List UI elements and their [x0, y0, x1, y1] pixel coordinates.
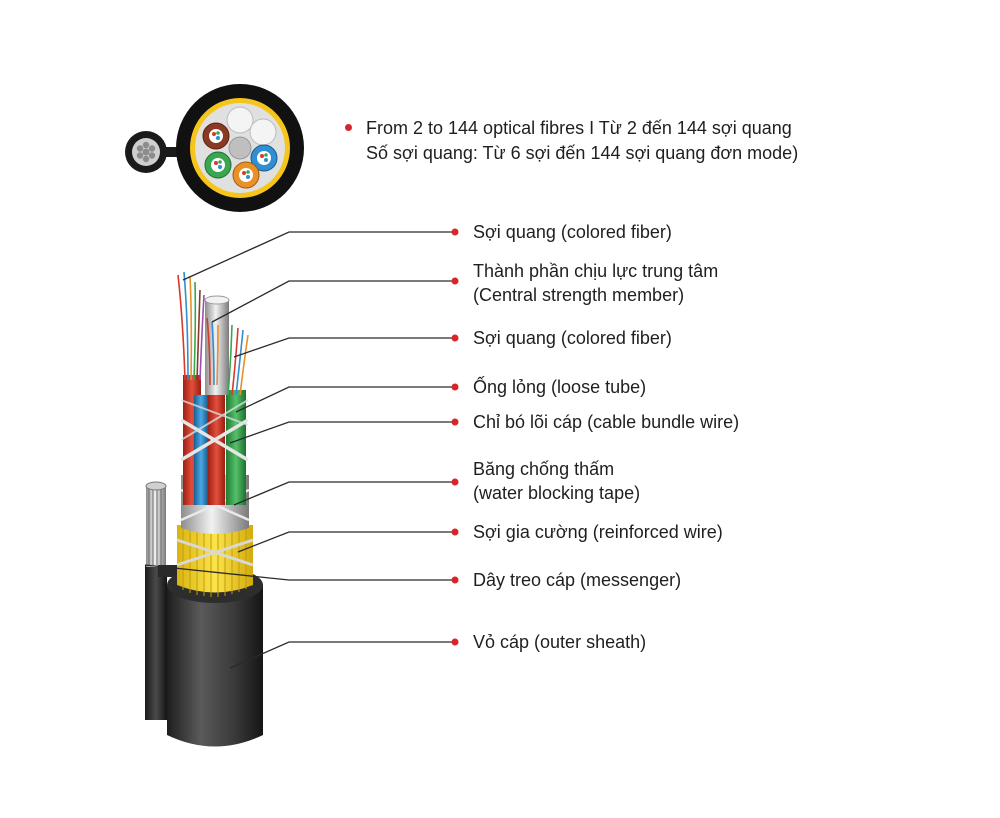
- leader-line: [182, 231, 453, 281]
- label-reinforced-wire: Sợi gia cường (reinforced wire): [473, 522, 723, 542]
- label-loose-tube: Ống lỏng (loose tube): [473, 377, 647, 397]
- cable-illustration: [145, 271, 263, 747]
- leader-line: [233, 337, 453, 358]
- note-line-1: From 2 to 144 optical fibres I Từ 2 đến …: [366, 118, 792, 138]
- leader-line: [235, 386, 453, 413]
- note-line-2: Số sợi quang: Từ 6 sợi đến 144 sợi quang…: [366, 143, 799, 163]
- leader-line: [229, 641, 453, 669]
- leader-line: [229, 421, 453, 444]
- top-note-bullet: [345, 124, 352, 131]
- label-water-blocking-tape: Băng chống thấm (water blocking tape): [473, 459, 641, 503]
- label-messenger: Dây treo cáp (messenger): [473, 570, 682, 590]
- label-central-strength-member: Thành phần chịu lực trung tâm (Central s…: [473, 261, 719, 305]
- label-outer-sheath: Vỏ cáp (outer sheath): [473, 632, 647, 652]
- leader-line: [211, 280, 453, 323]
- label-colored-fiber-2: Sợi quang (colored fiber): [473, 328, 672, 348]
- label-cable-bundle-wire: Chỉ bó lõi cáp (cable bundle wire): [473, 412, 740, 432]
- leader-line: [144, 564, 453, 581]
- leader-line: [233, 481, 453, 506]
- label-colored-fiber-1: Sợi quang (colored fiber): [473, 222, 672, 242]
- leader-lines: [144, 231, 453, 669]
- fiber-count-note: From 2 to 144 optical fibres I Từ 2 đến …: [366, 116, 798, 166]
- leader-line: [237, 531, 453, 553]
- leader-dots: [451, 228, 459, 646]
- cross-section-icon: [125, 84, 304, 212]
